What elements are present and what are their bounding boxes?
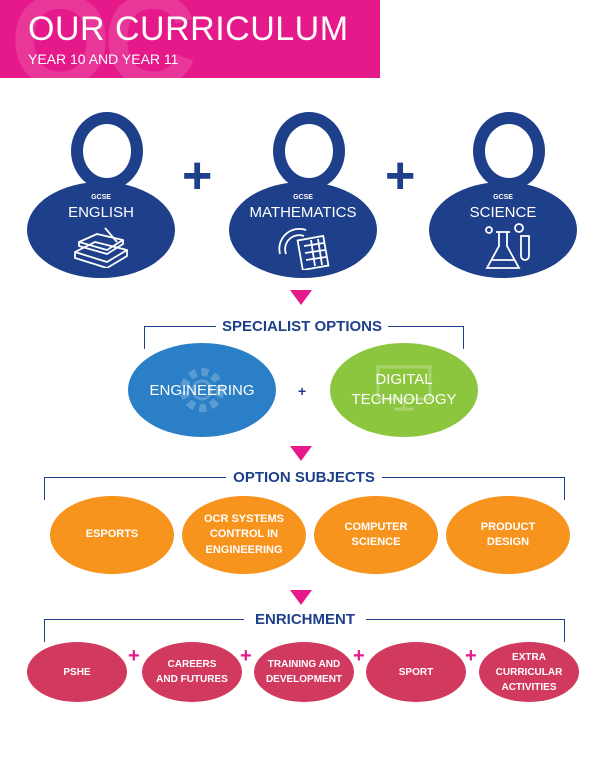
gcse-label: GCSE bbox=[293, 194, 313, 201]
specialist-engineering: ENGINEERING bbox=[128, 343, 276, 437]
core-subject-science: GCSE SCIENCE bbox=[429, 112, 579, 282]
plus-icon: + bbox=[353, 645, 365, 667]
page-subtitle: YEAR 10 AND YEAR 11 bbox=[28, 51, 179, 67]
option-ocr-systems-control: OCR SYSTEMS CONTROL IN ENGINEERING bbox=[182, 496, 306, 574]
specialist-digital-technology: DIGITAL TECHNOLOGY bbox=[330, 343, 478, 437]
plus-icon: + bbox=[182, 147, 213, 205]
plus-icon: + bbox=[298, 383, 307, 399]
books-icon bbox=[74, 227, 128, 268]
enrichment-title: ENRICHMENT bbox=[244, 611, 366, 628]
person-head-icon bbox=[473, 112, 545, 190]
subject-oval bbox=[27, 182, 175, 278]
down-arrow-icon bbox=[290, 590, 312, 605]
subject-name: ENGLISH bbox=[68, 204, 134, 221]
plus-icon: + bbox=[128, 645, 140, 667]
subject-oval bbox=[429, 182, 577, 278]
page-title: OUR CURRICULUM bbox=[28, 10, 349, 48]
enrichment-training-development: TRAINING AND DEVELOPMENT bbox=[254, 642, 354, 702]
flask-icon bbox=[485, 223, 530, 269]
specialist-label: ENGINEERING bbox=[149, 381, 255, 399]
person-head-icon bbox=[71, 112, 143, 190]
core-subject-mathematics: GCSE MATHEMATICS bbox=[229, 112, 379, 282]
gcse-label: GCSE bbox=[91, 194, 111, 201]
person-head-icon bbox=[273, 112, 345, 190]
option-product-design: PRODUCT DESIGN bbox=[446, 496, 570, 574]
header-banner: QC OUR CURRICULUM YEAR 10 AND YEAR 11 bbox=[0, 0, 380, 78]
specialist-label: DIGITAL TECHNOLOGY bbox=[351, 370, 457, 408]
enrichment-extra-curricular: EXTRA CURRICULAR ACTIVITIES bbox=[479, 642, 579, 702]
option-subjects-title: OPTION SUBJECTS bbox=[226, 469, 382, 486]
option-computer-science: COMPUTER SCIENCE bbox=[314, 496, 438, 574]
option-esports: ESPORTS bbox=[50, 496, 174, 574]
plus-icon: + bbox=[465, 645, 477, 667]
header-watermark: QC bbox=[10, 0, 197, 78]
plus-icon: + bbox=[385, 147, 416, 205]
enrichment-pshe: PSHE bbox=[27, 642, 127, 702]
monitor-icon bbox=[376, 365, 432, 411]
down-arrow-icon bbox=[290, 446, 312, 461]
calculator-protractor-icon bbox=[278, 227, 330, 270]
enrichment-sport: SPORT bbox=[366, 642, 466, 702]
specialist-options-title: SPECIALIST OPTIONS bbox=[216, 318, 388, 335]
subject-name: SCIENCE bbox=[469, 204, 537, 221]
subject-name: MATHEMATICS bbox=[249, 204, 357, 221]
enrichment-careers-futures: CAREERS AND FUTURES bbox=[142, 642, 242, 702]
gcse-label: GCSE bbox=[493, 194, 513, 201]
gear-icon bbox=[180, 368, 224, 412]
core-subject-english: GCSE ENGLISH bbox=[27, 112, 177, 282]
down-arrow-icon bbox=[290, 290, 312, 305]
plus-icon: + bbox=[240, 645, 252, 667]
